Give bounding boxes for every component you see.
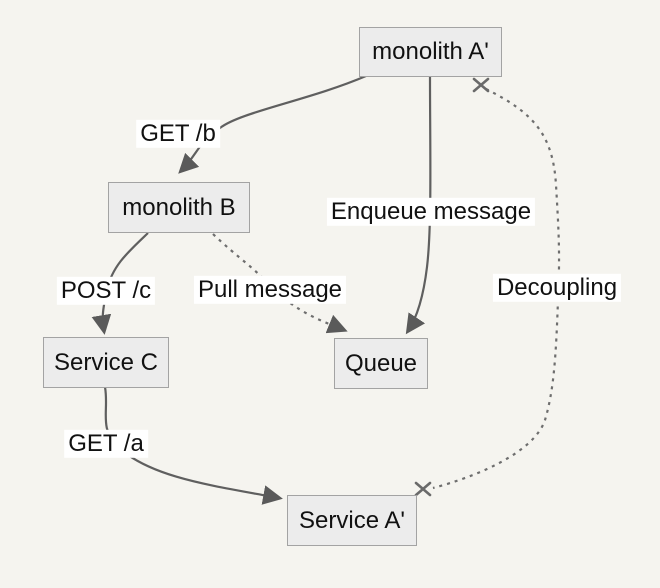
node-monolith-b: monolith B (108, 182, 250, 233)
edge-label-post-c: POST /c (56, 276, 156, 306)
edge-label-pull-message: Pull message (193, 275, 347, 305)
edge-label-enqueue-message: Enqueue message (326, 197, 536, 227)
edge-label-get-a: GET /a (64, 429, 148, 459)
node-service-c: Service C (43, 337, 169, 388)
edge-label-decoupling: Decoupling (492, 273, 622, 303)
node-monolith-a-prime: monolith A' (359, 27, 502, 77)
edge-label-get-b: GET /b (136, 119, 220, 149)
cross-icon-top (472, 77, 490, 93)
cross-icon-bottom (414, 481, 432, 497)
node-queue: Queue (334, 338, 428, 389)
node-service-a-prime: Service A' (287, 495, 417, 546)
edge-monolith-a-to-queue (405, 76, 432, 335)
edge-monolith-a-to-monolith-b (178, 74, 367, 174)
